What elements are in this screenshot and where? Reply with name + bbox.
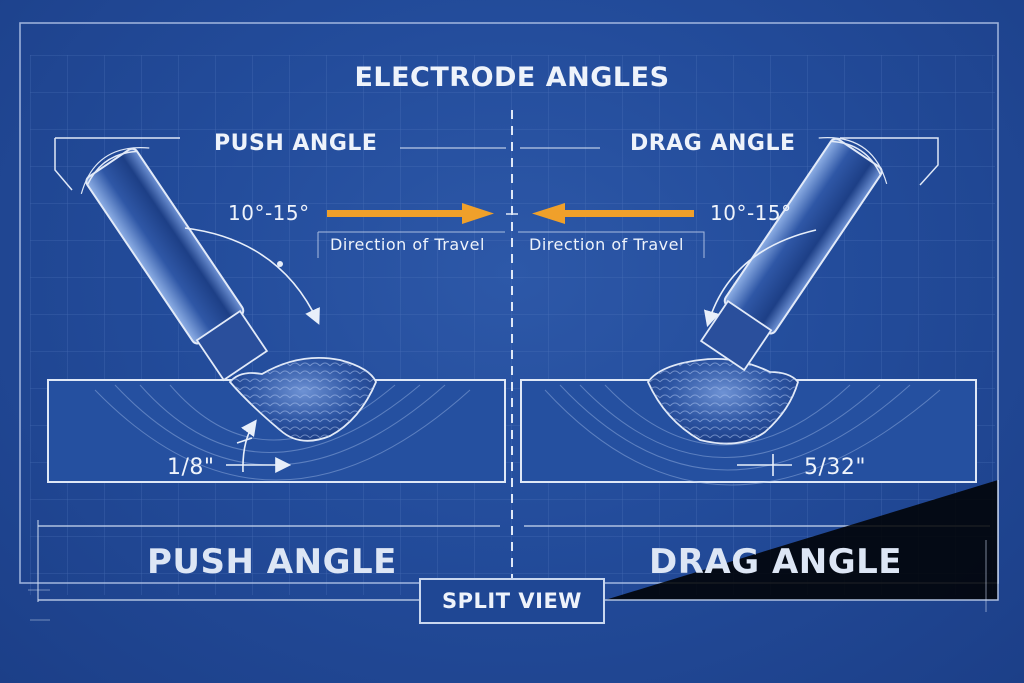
drag-measurement: 5/32" — [804, 455, 867, 480]
push-angle-heading: PUSH ANGLE — [214, 131, 378, 156]
drag-angle-range: 10°-15° — [710, 201, 792, 225]
drag-angle-bottom-label: DRAG ANGLE — [649, 542, 903, 582]
diagram-title: ELECTRODE ANGLES — [354, 62, 670, 93]
travel-arrow-right-icon — [327, 203, 494, 224]
drag-angle-heading: DRAG ANGLE — [630, 131, 796, 156]
travel-arrow-left-icon — [532, 203, 694, 224]
right-angle-arc-icon — [703, 229, 817, 328]
push-angle-range: 10°-15° — [228, 201, 310, 225]
left-electrode-icon — [80, 147, 269, 382]
left-angle-arc-icon — [184, 227, 320, 325]
push-angle-bottom-label: PUSH ANGLE — [147, 542, 397, 582]
right-measure-icon — [737, 454, 792, 476]
right-weld-bead — [646, 357, 799, 445]
left-measure-icon — [226, 419, 292, 473]
split-view-button[interactable]: SPLIT VIEW — [419, 578, 605, 624]
push-measurement: 1/8" — [167, 455, 215, 480]
left-weld-bead — [228, 357, 377, 442]
split-view-label: SPLIT VIEW — [442, 589, 582, 613]
drag-direction-label: Direction of Travel — [529, 235, 684, 254]
push-direction-label: Direction of Travel — [330, 235, 485, 254]
